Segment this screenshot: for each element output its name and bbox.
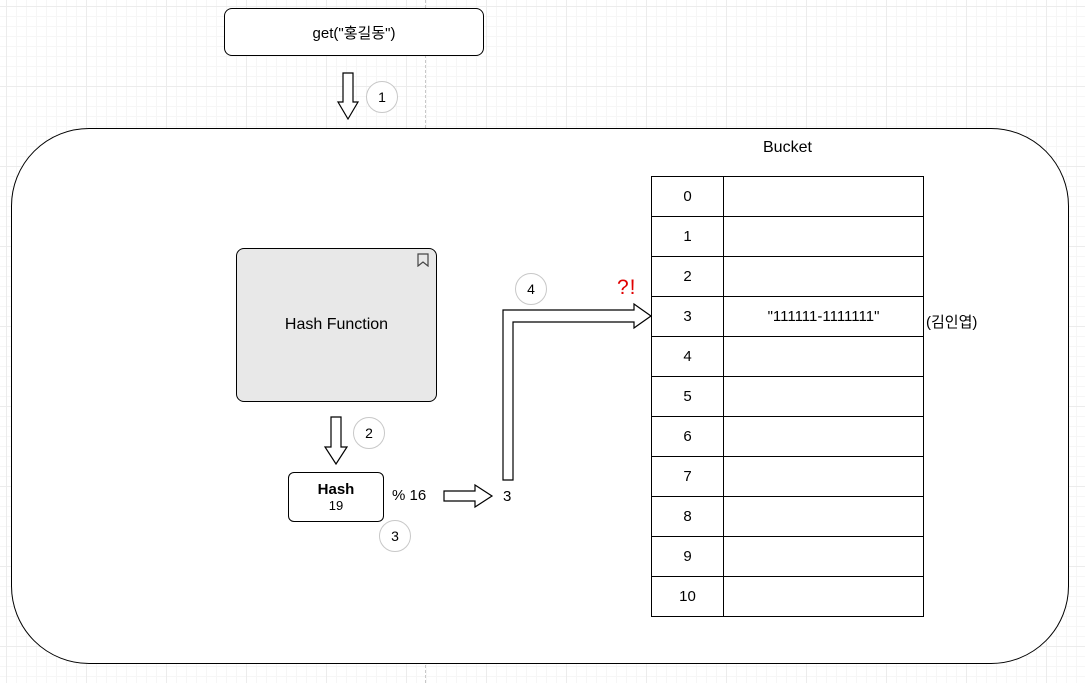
bucket-index: 7 xyxy=(651,456,724,497)
step-badge-2: 2 xyxy=(353,417,385,449)
bucket-value xyxy=(723,416,924,457)
bucket-value xyxy=(723,256,924,297)
bucket-title: Bucket xyxy=(763,139,812,156)
bookmark-icon xyxy=(417,253,429,267)
bucket-row: 0 xyxy=(651,176,924,217)
step-badge-1: 1 xyxy=(366,81,398,113)
bucket-row: 10 xyxy=(651,576,924,617)
bucket-index: 5 xyxy=(651,376,724,417)
bucket-value xyxy=(723,336,924,377)
down-arrow-2-icon xyxy=(323,416,349,466)
down-arrow-1-icon xyxy=(336,72,360,121)
bucket-row: 5 xyxy=(651,376,924,417)
step-number: 4 xyxy=(527,281,535,297)
query-box: get("홍길동") xyxy=(224,8,484,56)
bucket-index: 6 xyxy=(651,416,724,457)
bucket-index: 9 xyxy=(651,536,724,577)
bucket-row: 4 xyxy=(651,336,924,377)
bucket-row: 1 xyxy=(651,216,924,257)
query-label: get("홍길동") xyxy=(312,24,396,42)
bucket-index: 2 xyxy=(651,256,724,297)
bucket-index: 0 xyxy=(651,176,724,217)
step-number: 2 xyxy=(365,425,373,441)
bucket-index: 4 xyxy=(651,336,724,377)
bucket-row: 9 xyxy=(651,536,924,577)
bucket-index: 8 xyxy=(651,496,724,537)
bucket-table: 0 1 2 3"111111-1111111" 4 5 6 7 8 9 10 xyxy=(651,176,924,617)
step-badge-4: 4 xyxy=(515,273,547,305)
step-number: 1 xyxy=(378,89,386,105)
elbow-arrow-icon xyxy=(502,302,653,481)
bucket-value xyxy=(723,496,924,537)
bucket-row: 7 xyxy=(651,456,924,497)
bucket-value xyxy=(723,456,924,497)
index-result: 3 xyxy=(503,488,512,505)
owner-note: (김인엽) xyxy=(926,314,978,331)
bucket-row: 8 xyxy=(651,496,924,537)
bucket-row: 2 xyxy=(651,256,924,297)
hash-value: 19 xyxy=(328,498,344,513)
alert-label: ?! xyxy=(617,276,637,299)
bucket-index: 3 xyxy=(651,296,724,337)
hash-function-box: Hash Function xyxy=(236,248,437,402)
modulo-label: % 16 xyxy=(392,487,427,504)
right-arrow-icon xyxy=(443,483,494,509)
hash-title: Hash xyxy=(317,481,355,498)
bucket-value xyxy=(723,536,924,577)
hash-function-label: Hash Function xyxy=(284,316,389,333)
bucket-value: "111111-1111111" xyxy=(723,296,924,337)
bucket-value xyxy=(723,376,924,417)
bucket-index: 10 xyxy=(651,576,724,617)
hash-box: Hash 19 xyxy=(288,472,384,522)
bucket-row: 3"111111-1111111" xyxy=(651,296,924,337)
bucket-row: 6 xyxy=(651,416,924,457)
bucket-value xyxy=(723,576,924,617)
bucket-value xyxy=(723,216,924,257)
bucket-value xyxy=(723,176,924,217)
step-number: 3 xyxy=(391,528,399,544)
bucket-index: 1 xyxy=(651,216,724,257)
step-badge-3: 3 xyxy=(379,520,411,552)
